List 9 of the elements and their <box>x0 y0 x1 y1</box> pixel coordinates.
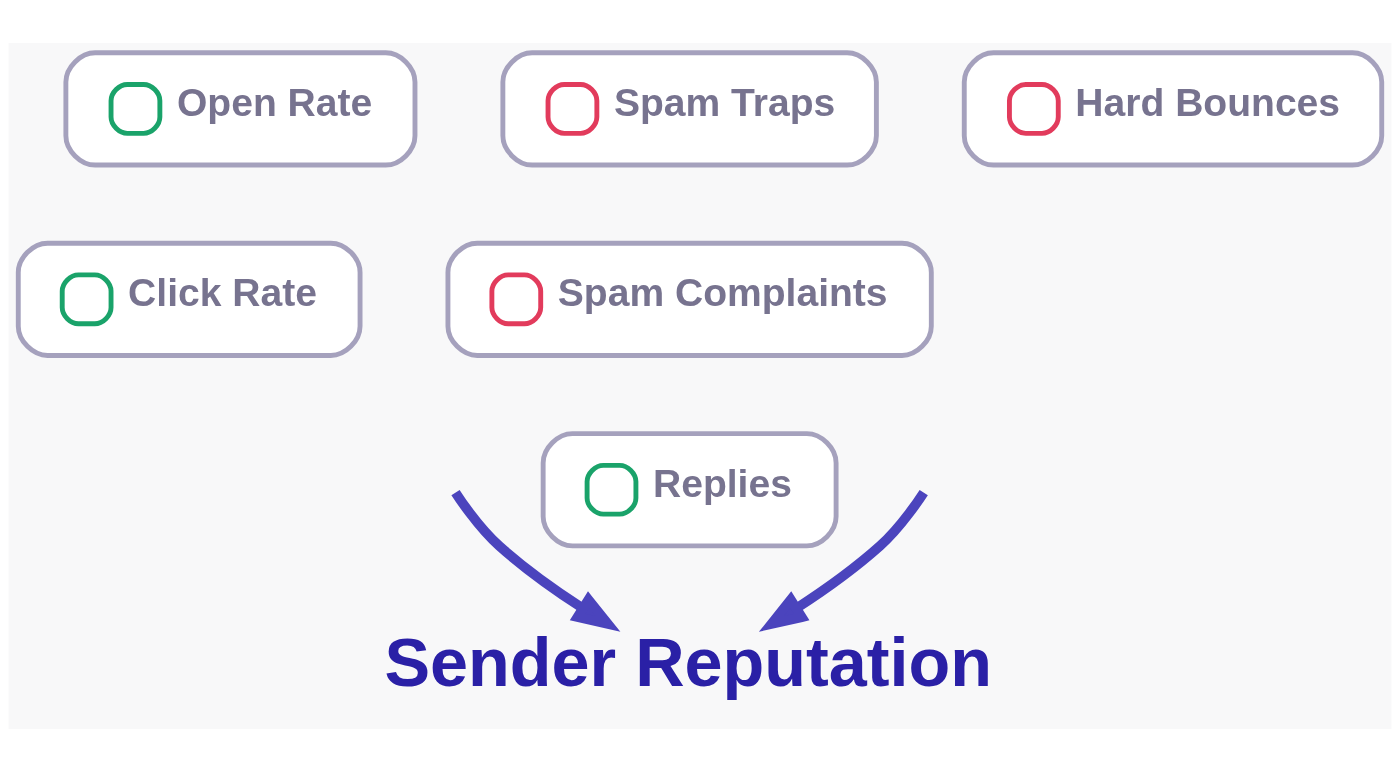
node-box: Spam Complaints <box>445 240 934 358</box>
node-box: Spam Traps <box>500 49 879 167</box>
node-box: Open Rate <box>63 49 418 167</box>
node-box: Hard Bounces <box>961 49 1385 167</box>
node-box: Replies <box>540 430 839 548</box>
arrow <box>451 489 621 632</box>
arrow <box>758 489 928 632</box>
node-text: Sender Reputation <box>384 623 993 700</box>
node-box: Click Rate <box>15 240 363 358</box>
